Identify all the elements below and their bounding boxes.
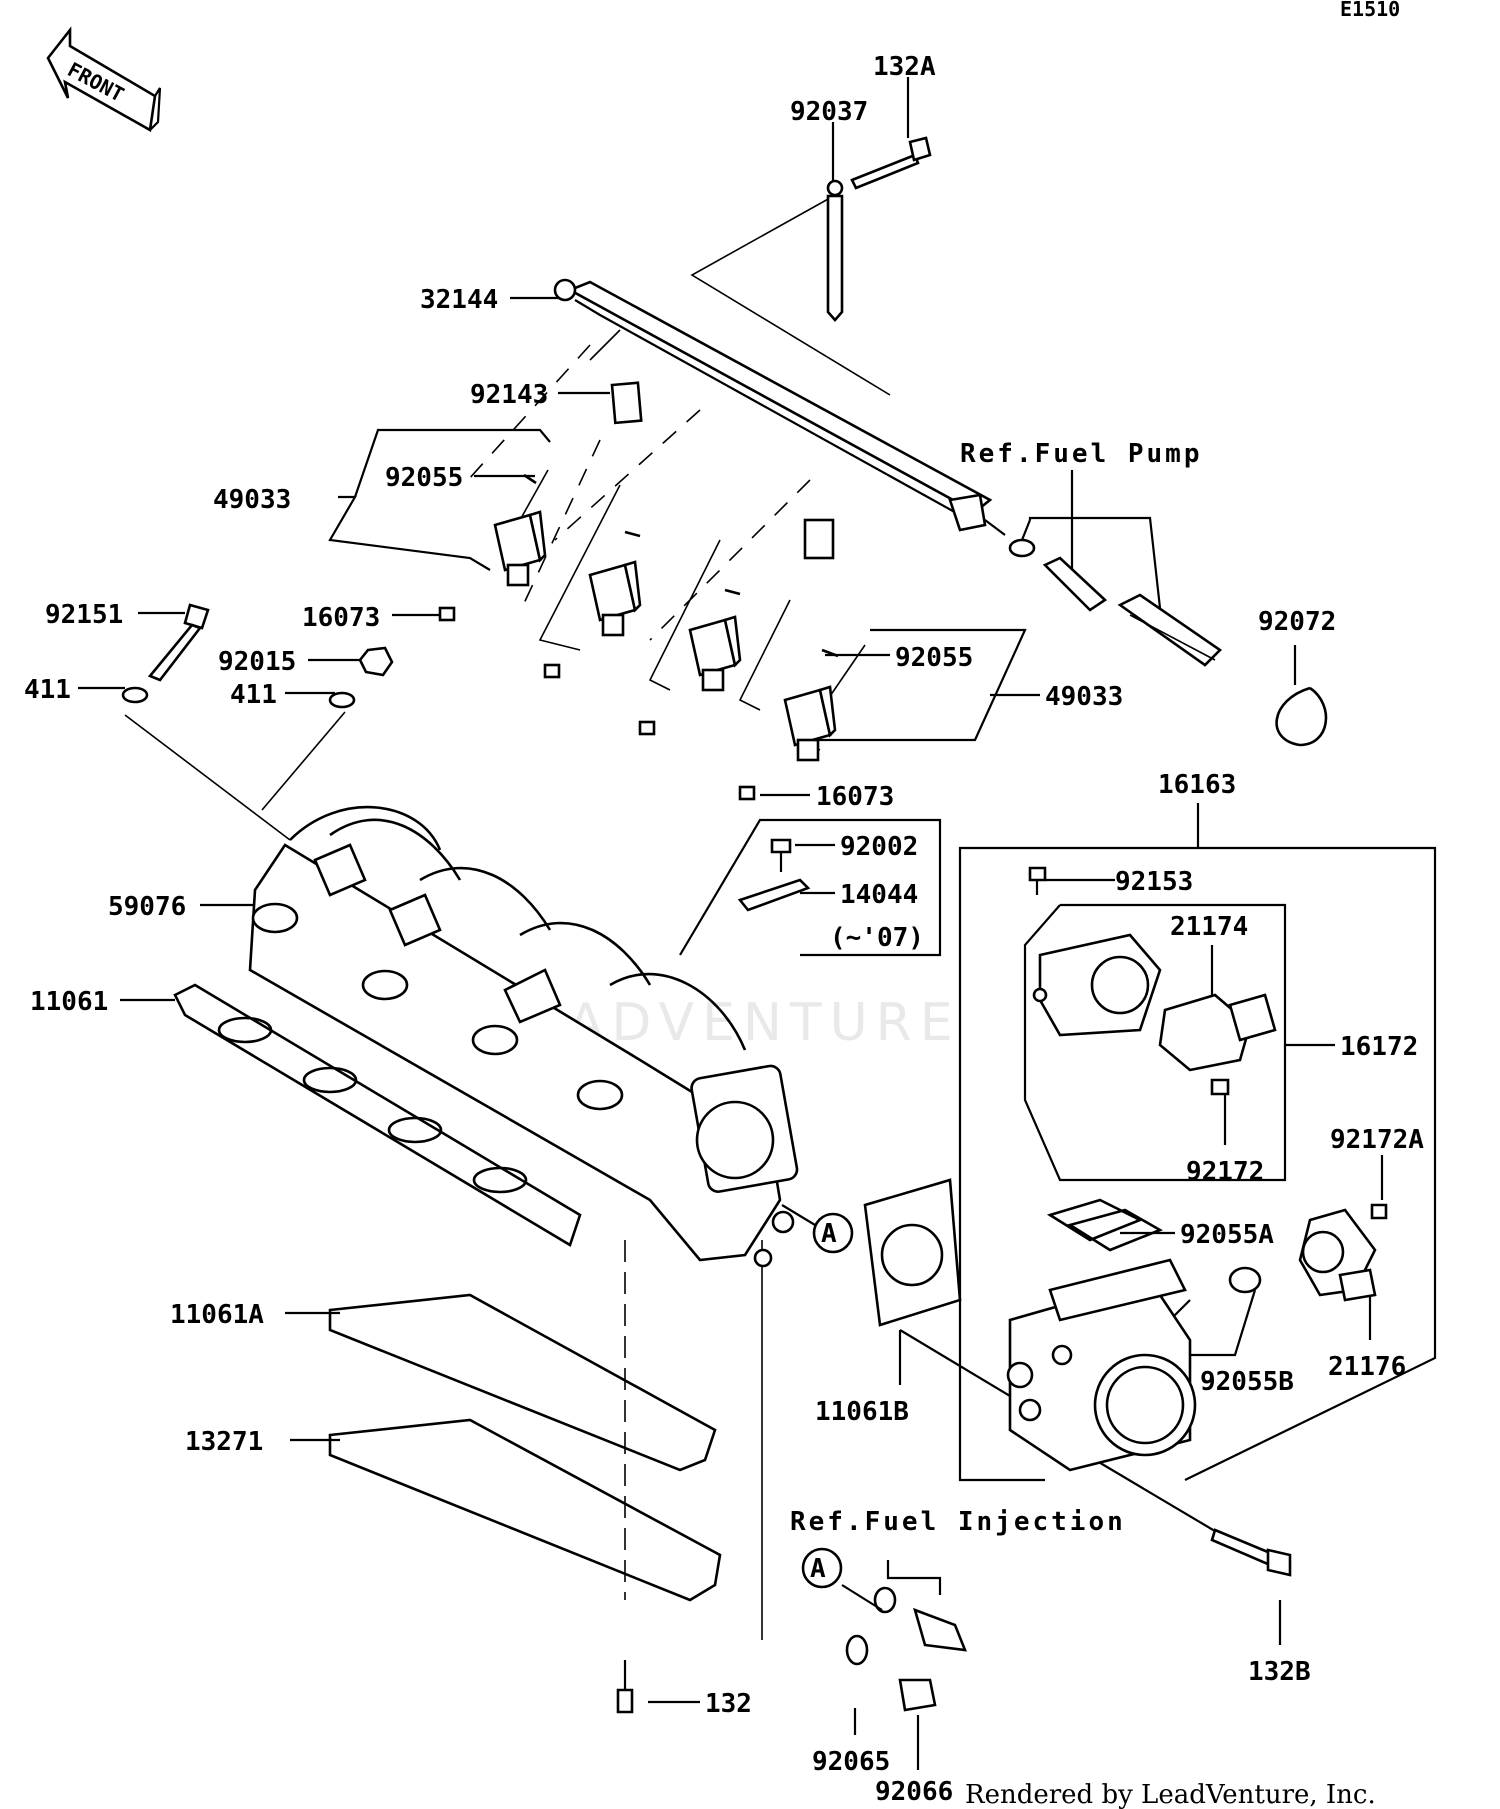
part-92066: 92066	[875, 1777, 953, 1807]
part-16163: 16163	[1158, 770, 1236, 800]
part-92055-right: 92055	[895, 643, 973, 673]
credit-text: Rendered by LeadVenture, Inc.	[965, 1780, 1376, 1809]
part-49033-right: 49033	[1045, 682, 1123, 712]
part-92151: 92151	[45, 600, 123, 630]
part-92037: 92037	[790, 97, 868, 127]
part-14044: 14044	[840, 880, 918, 910]
washers-411	[121, 686, 356, 709]
bolt-132	[616, 1660, 634, 1714]
callout-a-injection-label: A	[810, 1554, 826, 1584]
plug-92066	[898, 1678, 937, 1712]
gasket-92055a	[1046, 1198, 1163, 1252]
fuel-rail	[553, 278, 1006, 560]
intake-manifold	[248, 805, 799, 1268]
part-92072: 92072	[1258, 607, 1336, 637]
part-21176: 21176	[1328, 1352, 1406, 1382]
part-92172a: 92172A	[1330, 1125, 1424, 1155]
part-32144: 32144	[420, 285, 498, 315]
sensor-16172	[1032, 933, 1277, 1072]
part-132b: 132B	[1248, 1657, 1311, 1687]
clamp-92002-14044	[737, 838, 811, 912]
bolt-132a	[850, 136, 932, 190]
part-11061b: 11061B	[815, 1397, 909, 1427]
gasket-11061a	[328, 1293, 717, 1472]
part-59076: 59076	[108, 892, 186, 922]
part-49033-left: 49033	[213, 485, 291, 515]
injector-1	[493, 473, 547, 587]
diagram-code: E1510	[1340, 0, 1400, 21]
part-16172: 16172	[1340, 1032, 1418, 1062]
fuel-pump-ref-parts	[1008, 538, 1223, 667]
ref-fuel-injection: Ref.Fuel Injection	[790, 1507, 1126, 1537]
part-411-left: 411	[24, 675, 71, 705]
plate-13271	[328, 1418, 722, 1602]
part-411-right: 411	[230, 680, 277, 710]
part-132: 132	[705, 1689, 752, 1719]
callout-a-manifold-label: A	[821, 1219, 837, 1249]
gasket-11061b	[863, 1178, 962, 1327]
part-92065: 92065	[812, 1747, 890, 1777]
temp-sensor	[873, 1586, 968, 1652]
gasket-11061	[173, 983, 582, 1247]
part-92055a: 92055A	[1180, 1220, 1274, 1250]
bolt-92151	[147, 603, 210, 682]
part-92172: 92172	[1186, 1157, 1264, 1187]
callout-a-injection: A	[801, 1547, 843, 1589]
injector-4	[783, 648, 839, 762]
part-92055-left: 92055	[385, 463, 463, 493]
part-92153: 92153	[1115, 867, 1193, 897]
part-92002: 92002	[840, 832, 918, 862]
part-16073-left: 16073	[302, 603, 380, 633]
part-21174: 21174	[1170, 912, 1248, 942]
part-11061a: 11061A	[170, 1300, 264, 1330]
oring-92055b	[1228, 1266, 1262, 1294]
nut-92015	[358, 646, 394, 677]
part-92055b: 92055B	[1200, 1367, 1294, 1397]
bolt-132b	[1210, 1528, 1292, 1577]
fuel-rail-strap	[826, 179, 844, 322]
ref-fuel-pump: Ref.Fuel Pump	[960, 439, 1203, 469]
part-16073-right: 16073	[816, 782, 894, 812]
callout-a-manifold: A	[812, 1212, 854, 1254]
throttle-body	[1006, 1258, 1197, 1472]
clip-92072	[1275, 686, 1328, 747]
part-132a: 132A	[873, 52, 936, 82]
part-11061: 11061	[30, 987, 108, 1017]
part-92143: 92143	[470, 380, 548, 410]
injector-2	[588, 530, 642, 637]
sensor-21176	[1298, 1208, 1377, 1302]
o-rings	[438, 606, 756, 801]
part-92015: 92015	[218, 647, 296, 677]
washer-92065	[845, 1634, 869, 1666]
injector-3	[688, 588, 742, 692]
front-arrow-icon: FRONT	[46, 26, 162, 133]
part-13271: 13271	[185, 1427, 263, 1457]
part-labels: 132A 92037 32144 92143 92055 49033 92151…	[24, 52, 1424, 1807]
screws	[1028, 866, 1388, 1220]
part-14044-note: (~'07)	[830, 923, 924, 953]
